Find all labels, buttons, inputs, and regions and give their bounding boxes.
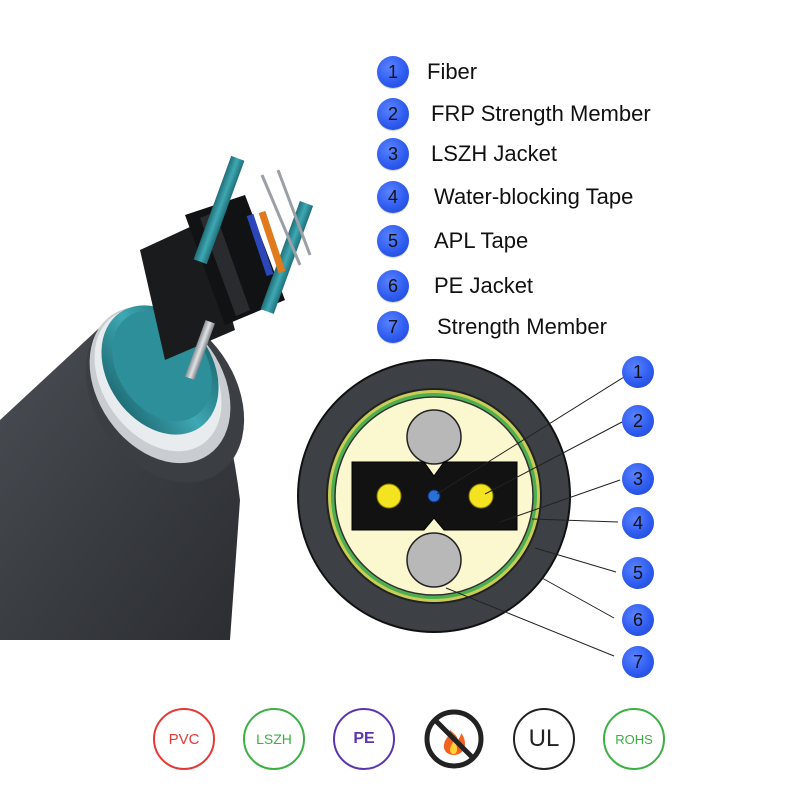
cert-ul-badge: UL [513,708,575,770]
strength-member-top [406,409,462,465]
callout-badge-1: 1 [622,356,654,388]
cert-no-fire-badge [423,708,485,770]
frp-member-art [185,169,312,380]
legend-item-apl-tape: 5 APL Tape [377,225,528,257]
legend-label: APL Tape [434,228,529,253]
strength-member-bottom [406,532,462,588]
legend-item-fiber: 1 Fiber [377,56,477,88]
frp-member-right [468,483,494,509]
cert-pe-badge: PE [333,708,395,770]
cert-label: LSZH [256,731,292,747]
fiber-art [246,210,286,277]
legend-label: PE Jacket [434,273,534,298]
legend-label: FRP Strength Member [431,101,651,126]
callout-badge-6: 6 [622,604,654,636]
cert-label: PE [353,730,375,747]
frp-member-left [376,483,402,509]
legend-label: Fiber [427,59,478,84]
callout-badge-2: 2 [622,405,654,437]
fiber-center [427,489,441,503]
no-fire-icon [424,709,484,769]
legend-item-strength-member: 7 Strength Member [377,311,607,343]
legend-label: Strength Member [437,314,607,339]
legend-item-water-blocking-tape: 4 Water-blocking Tape [377,181,633,213]
cert-label: UL [528,725,560,752]
legend-number-badge: 3 [377,138,409,170]
legend-item-pe-jacket: 6 PE Jacket [377,270,533,302]
cert-lszh-badge: LSZH [243,708,305,770]
legend-number-badge: 6 [377,270,409,302]
cert-rohs-badge: ROHS [603,708,665,770]
cert-label: ROHS [615,731,653,747]
callout-badge-5: 5 [622,557,654,589]
legend-number-badge: 5 [377,225,409,257]
legend-item-lszh-jacket: 3 LSZH Jacket [377,138,557,170]
callout-badge-4: 4 [622,507,654,539]
callout-badge-7: 7 [622,646,654,678]
cert-label: PVC [168,730,200,748]
legend-number-badge: 1 [377,56,409,88]
leader-lines [436,376,625,657]
legend-label: Water-blocking Tape [434,184,634,209]
legend-item-frp-strength-member: 2 FRP Strength Member [377,98,651,130]
legend-number-badge: 7 [377,311,409,343]
legend-number-badge: 2 [377,98,409,130]
callout-badge-3: 3 [622,463,654,495]
legend-label: LSZH Jacket [431,141,557,166]
legend: 1 Fiber 2 FRP Strength Member 3 LSZH Jac… [0,0,800,360]
legend-number-badge: 4 [377,181,409,213]
cert-pvc-badge: PVC [153,708,215,770]
